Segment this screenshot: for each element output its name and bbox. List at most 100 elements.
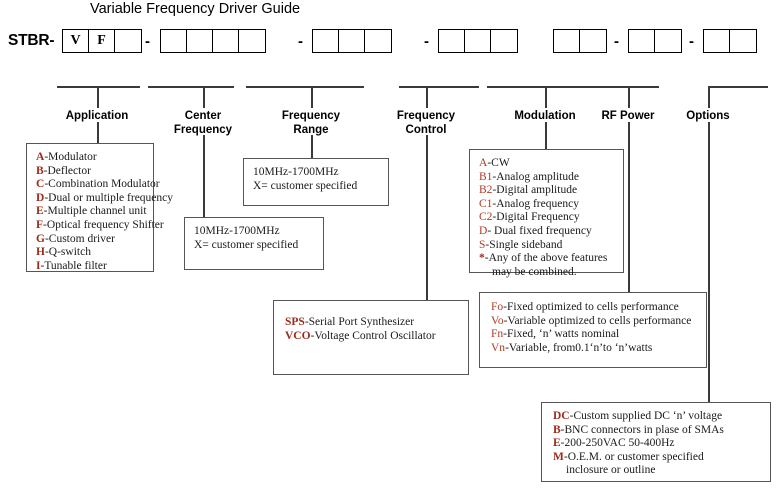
part-cell[interactable] [704, 30, 730, 52]
part-number-group-modulation[interactable] [553, 29, 607, 53]
part-number-group-center-frequency[interactable] [160, 29, 266, 53]
center-frequency-box: 10MHz-1700MHz X= customer specified [184, 217, 324, 270]
part-cell[interactable]: F [89, 30, 115, 52]
list-item: H-Q-switch [36, 246, 91, 259]
category-label-application: Application [65, 110, 129, 122]
part-number-group-frequency-range[interactable] [312, 29, 392, 53]
list-item: E-Multiple channel unit [36, 205, 147, 218]
connector-modulation-down [545, 122, 547, 149]
category-label-frequency-control: Frequency Control [396, 110, 456, 136]
category-label-options: Options [686, 110, 730, 122]
part-number-group-frequency-control[interactable] [438, 29, 518, 53]
part-number-group-options[interactable] [703, 29, 757, 53]
page-title: Variable Frequency Driver Guide [90, 1, 301, 17]
connector-center-frequency-stem [203, 86, 205, 108]
connector-rf-power-stem [628, 86, 630, 108]
list-item: B2-Digital amplitude [479, 184, 578, 197]
part-cell[interactable] [629, 30, 655, 52]
list-item: F-Optical frequency Shifter [36, 218, 164, 231]
list-item: Vn-Variable, from0.1‘n’to ‘n’watts [491, 341, 653, 354]
list-item: Vo-Variable optimized to cells performan… [491, 314, 692, 327]
modulation-box: A-CW B1-Analog amplitude B2-Digital ampl… [469, 149, 624, 278]
options-continuation: inclosure or outline [566, 464, 656, 477]
part-separator: - [424, 33, 429, 50]
list-item: SPS-Serial Port Synthesizer [285, 316, 415, 328]
list-item: VCO-Voltage Control Oscillator [285, 329, 436, 342]
part-separator: - [614, 33, 619, 50]
part-cell[interactable] [730, 30, 756, 52]
connector-options-top [708, 86, 768, 88]
center-frequency-line1: 10MHz-1700MHz [194, 225, 280, 237]
part-cell[interactable] [187, 30, 213, 52]
part-cell[interactable] [313, 30, 339, 52]
list-item: B1-Analog amplitude [479, 170, 579, 183]
list-item: C-Combination Modulator [36, 178, 160, 191]
list-item: E-200-250VAC 50-400Hz [553, 437, 675, 450]
connector-application-down [97, 122, 99, 144]
list-item: M-O.E.M. or customer specified [553, 450, 704, 463]
connector-frequency-range-top [246, 86, 364, 88]
list-item: B-Deflector [36, 164, 91, 177]
part-separator: - [145, 33, 150, 50]
list-item: Fn-Fixed, ‘n’ watts nominal [491, 328, 620, 341]
center-frequency-line2: X= customer specified [194, 238, 299, 251]
part-cell[interactable] [439, 30, 465, 52]
connector-frequency-control-down [426, 135, 428, 300]
part-cell[interactable] [655, 30, 681, 52]
part-cell[interactable] [365, 30, 391, 52]
connector-frequency-range-down [311, 135, 313, 158]
connector-rf-power-top [590, 86, 659, 88]
frequency-range-line2: X= customer specified [253, 179, 358, 192]
part-number-group-rf-power[interactable] [628, 29, 682, 53]
part-cell[interactable]: V [63, 30, 89, 52]
connector-modulation-top [487, 86, 601, 88]
list-item: D-Dual or multiple frequency [36, 191, 174, 204]
part-cell[interactable] [115, 30, 141, 52]
category-label-modulation: Modulation [514, 110, 576, 122]
part-separator: - [689, 33, 694, 50]
part-separator: - [298, 33, 303, 50]
application-options-box: A-Modulator B-Deflector C-Combination Mo… [26, 143, 174, 272]
category-label-frequency-range: Frequency Range [281, 110, 341, 136]
connector-modulation-stem [545, 86, 547, 108]
options-box: DC-Custom supplied DC ‘n’ voltage B-BNC … [541, 402, 771, 482]
part-cell[interactable] [554, 30, 580, 52]
connector-center-frequency-top [148, 86, 234, 88]
list-item: C1-Analog frequency [479, 197, 579, 210]
frequency-range-box: 10MHz-1700MHz X= customer specified [243, 158, 389, 206]
category-label-rf-power: RF Power [601, 110, 655, 122]
list-item: A-Modulator [36, 151, 97, 163]
part-cell[interactable] [491, 30, 517, 52]
list-item: D- Dual fixed frequency [479, 224, 592, 237]
part-cell[interactable] [339, 30, 365, 52]
part-number-group-model[interactable]: V F [62, 29, 142, 53]
list-item: G-Custom driver [36, 232, 115, 245]
modulation-continuation: may be combined. [492, 265, 577, 278]
connector-application-stem [97, 86, 99, 108]
part-cell[interactable] [239, 30, 265, 52]
list-item: *-Any of the above features [479, 252, 608, 265]
list-item: DC-Custom supplied DC ‘n’ voltage [553, 410, 723, 422]
connector-options-stem [708, 86, 710, 108]
connector-options-down [708, 122, 710, 402]
frequency-control-box: SPS-Serial Port Synthesizer VCO-Voltage … [273, 300, 469, 375]
connector-frequency-control-top [399, 86, 479, 88]
list-item: C2-Digital Frequency [479, 211, 580, 224]
list-item: S-Single sideband [479, 238, 563, 251]
connector-frequency-control-stem [426, 86, 428, 108]
connector-center-frequency-down [203, 135, 205, 217]
list-item: I-Tunable filter [36, 259, 107, 272]
category-label-center-frequency: Center Frequency [173, 110, 233, 136]
connector-application-top [57, 86, 140, 88]
connector-rf-power-down [628, 122, 630, 292]
part-cell[interactable] [580, 30, 606, 52]
part-cell[interactable] [465, 30, 491, 52]
part-cell[interactable] [213, 30, 239, 52]
list-item: A-CW [479, 157, 510, 169]
list-item: B-BNC connectors in plase of SMAs [553, 423, 724, 436]
part-cell[interactable] [161, 30, 187, 52]
rf-power-box: Fo-Fixed optimized to cells performance … [479, 292, 707, 368]
frequency-range-line1: 10MHz-1700MHz [253, 166, 339, 178]
connector-frequency-range-stem [311, 86, 313, 108]
